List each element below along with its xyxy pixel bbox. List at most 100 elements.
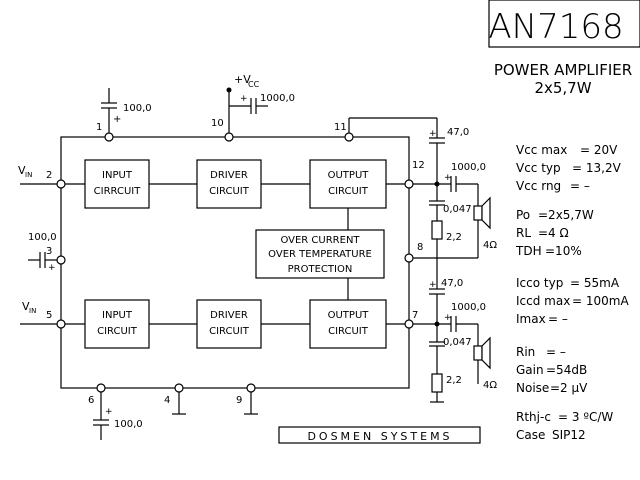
svg-text:1000,0: 1000,0 — [451, 162, 486, 173]
svg-text:Noise: Noise — [516, 381, 549, 395]
svg-text:=54dB: =54dB — [546, 363, 587, 377]
pin1-capacitor: + 100,0 — [101, 88, 152, 137]
svg-text:Iccd max: Iccd max — [516, 294, 570, 308]
svg-text:CIRCUIT: CIRCUIT — [328, 326, 369, 337]
svg-text:6: 6 — [88, 395, 94, 406]
vin-input-1: V IN — [18, 164, 61, 185]
svg-text:47,0: 47,0 — [441, 278, 463, 289]
vcc-supply: +V CC + 1000,0 — [226, 73, 295, 137]
svg-text:= 3 ºC/W: = 3 ºC/W — [558, 410, 613, 424]
svg-text:DRIVER: DRIVER — [210, 170, 248, 181]
spec-list: Vcc max= 20V Vcc typ= 13,2V Vcc rng= – P… — [515, 143, 629, 442]
svg-text:1000,0: 1000,0 — [451, 302, 486, 313]
svg-text:IN: IN — [25, 171, 32, 179]
svg-text:+: + — [444, 173, 452, 183]
brand-name: DOSMEN SYSTEMS — [307, 430, 452, 443]
brand-box — [278, 426, 481, 444]
output-circuit-2: OUTPUT CIRCUIT — [309, 299, 387, 349]
svg-text:Vcc typ: Vcc typ — [516, 161, 561, 175]
svg-text:Icco typ: Icco typ — [516, 276, 563, 290]
svg-text:3: 3 — [46, 246, 52, 257]
svg-text:7: 7 — [412, 310, 418, 321]
svg-text:Case: Case — [516, 428, 545, 442]
svg-text:Rin: Rin — [516, 345, 535, 359]
svg-text:Po: Po — [516, 208, 530, 222]
vin-input-2: V IN — [20, 300, 61, 325]
svg-text:+: + — [429, 280, 437, 290]
driver-circuit-2: DRIVER CIRCUIT — [196, 299, 262, 349]
svg-text:0,047: 0,047 — [443, 204, 472, 215]
svg-text:2,2: 2,2 — [446, 232, 462, 243]
svg-text:OUTPUT: OUTPUT — [328, 310, 370, 321]
svg-text:Vcc rng: Vcc rng — [516, 179, 561, 193]
svg-text:= –: = – — [546, 345, 566, 359]
driver-circuit-1: DRIVER CIRCUIT — [196, 159, 262, 209]
svg-text:5: 5 — [46, 310, 52, 321]
svg-text:= –: = – — [548, 312, 568, 326]
svg-text:OUTPUT: OUTPUT — [328, 170, 370, 181]
svg-text:11: 11 — [334, 122, 347, 133]
svg-text:Gain: Gain — [516, 363, 544, 377]
svg-text:9: 9 — [236, 395, 242, 406]
pin6-capacitor: + 100,0 — [93, 388, 143, 440]
svg-text:Rthj-c: Rthj-c — [516, 410, 551, 424]
svg-text:2: 2 — [46, 170, 52, 181]
svg-text:CIRCUIT: CIRCUIT — [209, 186, 250, 197]
svg-text:10: 10 — [211, 118, 224, 129]
svg-text:IN: IN — [29, 307, 36, 315]
part-number: AN7168 — [488, 7, 623, 47]
pin12-output-network: + 1000,0 0,047 2,2 4Ω — [409, 162, 497, 259]
svg-text:1000,0: 1000,0 — [260, 93, 295, 104]
output-circuit-1: OUTPUT CIRCUIT — [309, 159, 387, 209]
svg-text:+: + — [48, 263, 56, 273]
pin3-capacitor: + 100,0 — [28, 232, 61, 273]
svg-text:4Ω: 4Ω — [483, 240, 497, 251]
svg-text:100,0: 100,0 — [114, 419, 143, 430]
protection-circuit: OVER CURRENT OVER TEMPERATURE PROTECTION — [255, 229, 385, 279]
svg-text:=10%: =10% — [545, 244, 582, 258]
svg-text:+: + — [429, 129, 437, 139]
svg-text:V: V — [22, 300, 30, 313]
svg-text:OVER TEMPERATURE: OVER TEMPERATURE — [268, 249, 372, 260]
svg-text:+: + — [105, 407, 113, 417]
title-box — [488, 0, 640, 48]
pin7-output-network: + 1000,0 0,047 2,2 4Ω — [409, 302, 497, 403]
svg-text:47,0: 47,0 — [447, 127, 469, 138]
svg-text:12: 12 — [412, 160, 425, 171]
svg-text:INPUT: INPUT — [102, 170, 133, 181]
svg-text:CIRCUIT: CIRCUIT — [97, 326, 138, 337]
svg-text:PROTECTION: PROTECTION — [288, 264, 353, 275]
svg-text:= 55mA: = 55mA — [570, 276, 620, 290]
svg-text:OVER CURRENT: OVER CURRENT — [280, 235, 360, 246]
svg-text:CC: CC — [248, 80, 260, 89]
svg-text:=2x5,7W: =2x5,7W — [538, 208, 594, 222]
svg-text:RL: RL — [516, 226, 531, 240]
svg-text:4Ω: 4Ω — [483, 380, 497, 391]
svg-text:= 13,2V: = 13,2V — [572, 161, 622, 175]
svg-text:2,2: 2,2 — [446, 375, 462, 386]
svg-text:SIP12: SIP12 — [552, 428, 586, 442]
svg-text:= 20V: = 20V — [580, 143, 618, 157]
title-line2: 2x5,7W — [534, 79, 591, 97]
svg-text:100,0: 100,0 — [123, 103, 152, 114]
svg-text:4: 4 — [164, 395, 170, 406]
svg-text:TDH: TDH — [515, 244, 542, 258]
input-circuit-2: INPUT CIRCUIT — [84, 299, 150, 349]
input-circuit-1: INPUT CIRRCUIT — [84, 159, 150, 209]
svg-text:CIRRCUIT: CIRRCUIT — [94, 186, 142, 197]
svg-text:100,0: 100,0 — [28, 232, 57, 243]
svg-text:= –: = – — [570, 179, 590, 193]
svg-text:CIRCUIT: CIRCUIT — [209, 326, 250, 337]
title-line1: POWER AMPLIFIER — [494, 61, 632, 79]
svg-text:=2 µV: =2 µV — [550, 381, 588, 395]
pin8-capacitor: + 47,0 — [429, 258, 463, 324]
svg-text:0,047: 0,047 — [443, 337, 472, 348]
svg-text:1: 1 — [96, 122, 102, 133]
svg-text:CIRCUIT: CIRCUIT — [328, 186, 369, 197]
svg-text:V: V — [18, 164, 26, 177]
svg-text:+: + — [113, 114, 121, 125]
svg-text:=4 Ω: =4 Ω — [538, 226, 569, 240]
svg-text:= 100mA: = 100mA — [572, 294, 629, 308]
